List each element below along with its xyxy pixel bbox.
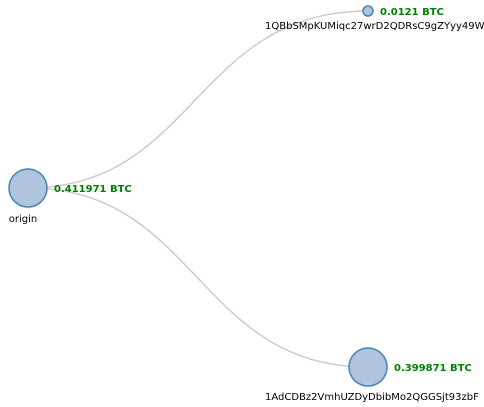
- node-child-2[interactable]: 0.399871 BTC 1AdCDBz2VmhUZDyDbibMo2QGGSj…: [265, 347, 479, 403]
- child-1-amount: 0.0121 BTC: [380, 7, 444, 18]
- origin-node-circle[interactable]: [8, 168, 48, 208]
- node-child-1[interactable]: 0.0121 BTC 1QBbSMpKUMiqc27wrD2QDRsC9gZYy…: [265, 5, 484, 32]
- tree-links: [27, 10, 369, 368]
- origin-amount: 0.411971 BTC: [54, 184, 132, 195]
- child-2-address: 1AdCDBz2VmhUZDyDbibMo2QGGSjt93zbF: [265, 392, 479, 403]
- node-origin[interactable]: 0.411971 BTC origin: [8, 168, 132, 225]
- child-1-node-circle[interactable]: [362, 5, 374, 17]
- link-origin-to-child-2: [27, 187, 369, 368]
- child-2-node-circle[interactable]: [348, 347, 388, 387]
- origin-label: origin: [9, 214, 37, 225]
- child-1-address: 1QBbSMpKUMiqc27wrD2QDRsC9gZYyy49W: [265, 21, 484, 32]
- link-origin-to-child-1: [27, 10, 369, 189]
- child-2-amount: 0.399871 BTC: [394, 363, 472, 374]
